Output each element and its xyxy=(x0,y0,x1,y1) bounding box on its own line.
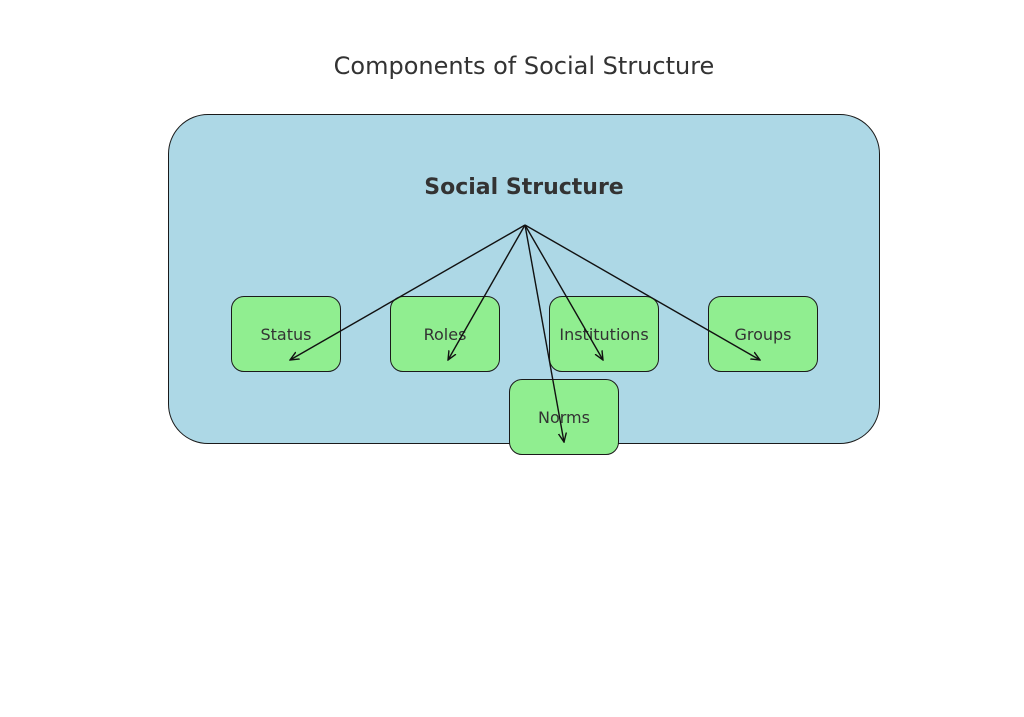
social-structure-label: Social Structure xyxy=(424,175,624,200)
institutions-node: Institutions xyxy=(549,296,659,372)
norms-node: Norms xyxy=(509,379,619,455)
status-node: Status xyxy=(231,296,341,372)
groups-node: Groups xyxy=(708,296,818,372)
page-title: Components of Social Structure xyxy=(333,52,715,80)
roles-node: Roles xyxy=(390,296,500,372)
